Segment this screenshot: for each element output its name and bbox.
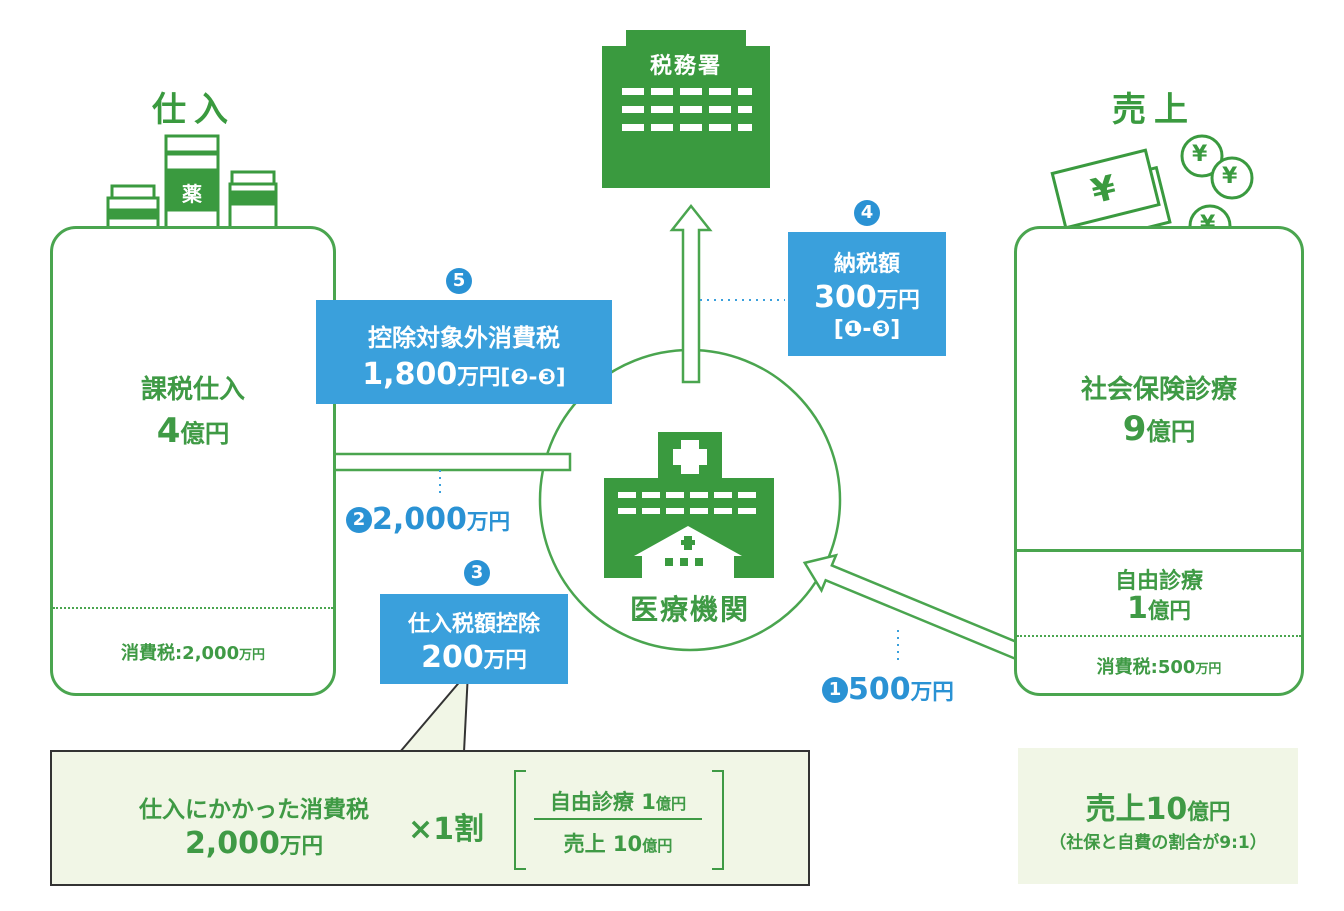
step4-number: 4: [854, 200, 880, 226]
taxable-purchase-label: 課税仕入: [140, 375, 245, 405]
formula-amount: 2,000万円: [104, 826, 404, 861]
taxable-purchase-number: 4: [156, 411, 181, 451]
free-care-divider: [1017, 549, 1301, 552]
summary-title-prefix: 売上: [1085, 792, 1146, 827]
formula-numerator: 自由診療 1億円: [528, 786, 708, 816]
step4-unit: 万円: [876, 288, 920, 313]
step2-unit: 万円: [466, 510, 511, 535]
formula-box: 仕入にかかった消費税 2,000万円 ×1割 自由診療 1億円 売上 10億円: [50, 750, 810, 886]
tax-office-building-icon: [602, 30, 770, 188]
formula-callout-tail: [397, 669, 470, 753]
step1-number: 1: [822, 677, 848, 703]
step3-unit: 万円: [483, 648, 527, 673]
yen-coin-1: ¥: [1192, 142, 1208, 167]
step5-unit: 万円: [457, 365, 501, 390]
step3-amount: 200万円: [380, 640, 568, 675]
hospital-building-icon: [604, 432, 774, 578]
step5-number: 5: [446, 268, 472, 294]
free-care-unit: 億円: [1147, 599, 1192, 624]
taxable-purchase-unit: 億円: [180, 419, 230, 448]
formula-denominator: 売上 10億円: [528, 828, 708, 858]
social-insurance-number: 9: [1122, 409, 1147, 449]
arrow-to-tax-office: [669, 203, 713, 384]
purchases-heading: 仕入: [152, 90, 236, 130]
yen-coin-2: ¥: [1222, 164, 1238, 189]
hospital-label: 医療機関: [629, 593, 750, 626]
denominator-label: 売上 10: [563, 832, 643, 856]
formula-left: 仕入にかかった消費税 2,000万円: [104, 790, 404, 861]
sales-heading: 売上: [1112, 90, 1196, 130]
summary-note: （社保と自費の割合が9:1）: [1049, 833, 1267, 853]
sales-tax-label: 消費税:500: [1096, 657, 1196, 678]
numerator-label: 自由診療 1: [549, 790, 656, 814]
tax-office-label: 税務署: [649, 54, 722, 79]
arrow-from-sales: [802, 553, 1037, 667]
step3-title: 仕入税額控除: [407, 612, 540, 637]
sales-tax-unit: 万円: [1195, 662, 1222, 677]
formula-bracket-right: [712, 770, 724, 870]
step5-marker: 5: [446, 268, 472, 294]
free-care-amount: 1億円: [1017, 591, 1301, 626]
formula-bracket-left: [514, 770, 526, 870]
purchase-tax-divider: [53, 607, 333, 609]
fraction-line: [534, 818, 702, 820]
formula-line1: 仕入にかかった消費税: [139, 797, 369, 823]
formula-amount-unit: 万円: [279, 834, 324, 859]
purchase-tax-label: 消費税:2,000: [120, 643, 240, 664]
sales-panel: 社会保険診療 9億円 自由診療 1億円 消費税:500万円: [1014, 226, 1304, 696]
drug-label: 薬: [182, 182, 202, 206]
summary-title-number: 10: [1145, 792, 1188, 827]
step4-formula: [❶-❸]: [833, 317, 901, 342]
social-insurance-unit: 億円: [1146, 417, 1196, 446]
free-care-number: 1: [1126, 591, 1148, 626]
summary-box: 売上10億円 （社保と自費の割合が9:1）: [1018, 748, 1298, 884]
purchases-panel: 課税仕入 4億円 消費税:2,000万円: [50, 226, 336, 696]
free-care-label: 自由診療: [1114, 569, 1203, 594]
arrow-to-purchases: [294, 441, 572, 483]
step3-number: 3: [464, 560, 490, 586]
step4-amount: 300万円: [788, 280, 946, 315]
step3-value: 200: [421, 640, 484, 675]
step4-marker: 4: [854, 200, 880, 226]
step4-value: 300: [814, 280, 877, 315]
summary-title: 売上10億円: [1018, 784, 1298, 828]
step4-title: 納税額: [833, 252, 900, 277]
step5-box: 控除対象外消費税 1,800万円[❷-❸]: [316, 300, 612, 404]
step5-amount: 1,800万円[❷-❸]: [316, 357, 612, 392]
step1-unit: 万円: [910, 680, 954, 705]
summary-title-unit: 億円: [1187, 800, 1231, 825]
step2-number: 2: [346, 507, 372, 533]
step3-marker: 3: [464, 560, 490, 586]
step5-formula: [❷-❸]: [500, 365, 566, 390]
denominator-unit: 億円: [642, 837, 673, 855]
formula-multiplier: ×1割: [408, 812, 485, 847]
step4-box: 納税額 300万円 [❶-❸]: [788, 232, 946, 356]
social-insurance-label: 社会保険診療: [1080, 375, 1237, 405]
social-insurance-amount: 9億円: [1017, 409, 1301, 449]
step3-box: 仕入税額控除 200万円: [380, 594, 568, 684]
formula-amount-value: 2,000: [184, 826, 280, 861]
purchase-tax-text: 消費税:2,000万円: [53, 639, 333, 665]
step5-title: 控除対象外消費税: [368, 324, 560, 352]
money-icon: [1050, 134, 1254, 248]
purchase-tax-unit: 万円: [239, 648, 266, 663]
step5-value: 1,800: [362, 357, 458, 392]
numerator-unit: 億円: [655, 795, 687, 813]
step2-value: 2,000: [372, 502, 467, 537]
step1-value: 500: [848, 672, 911, 707]
sales-tax-divider: [1017, 635, 1301, 637]
sales-tax-text: 消費税:500万円: [1017, 653, 1301, 679]
taxable-purchase-amount: 4億円: [53, 411, 333, 451]
